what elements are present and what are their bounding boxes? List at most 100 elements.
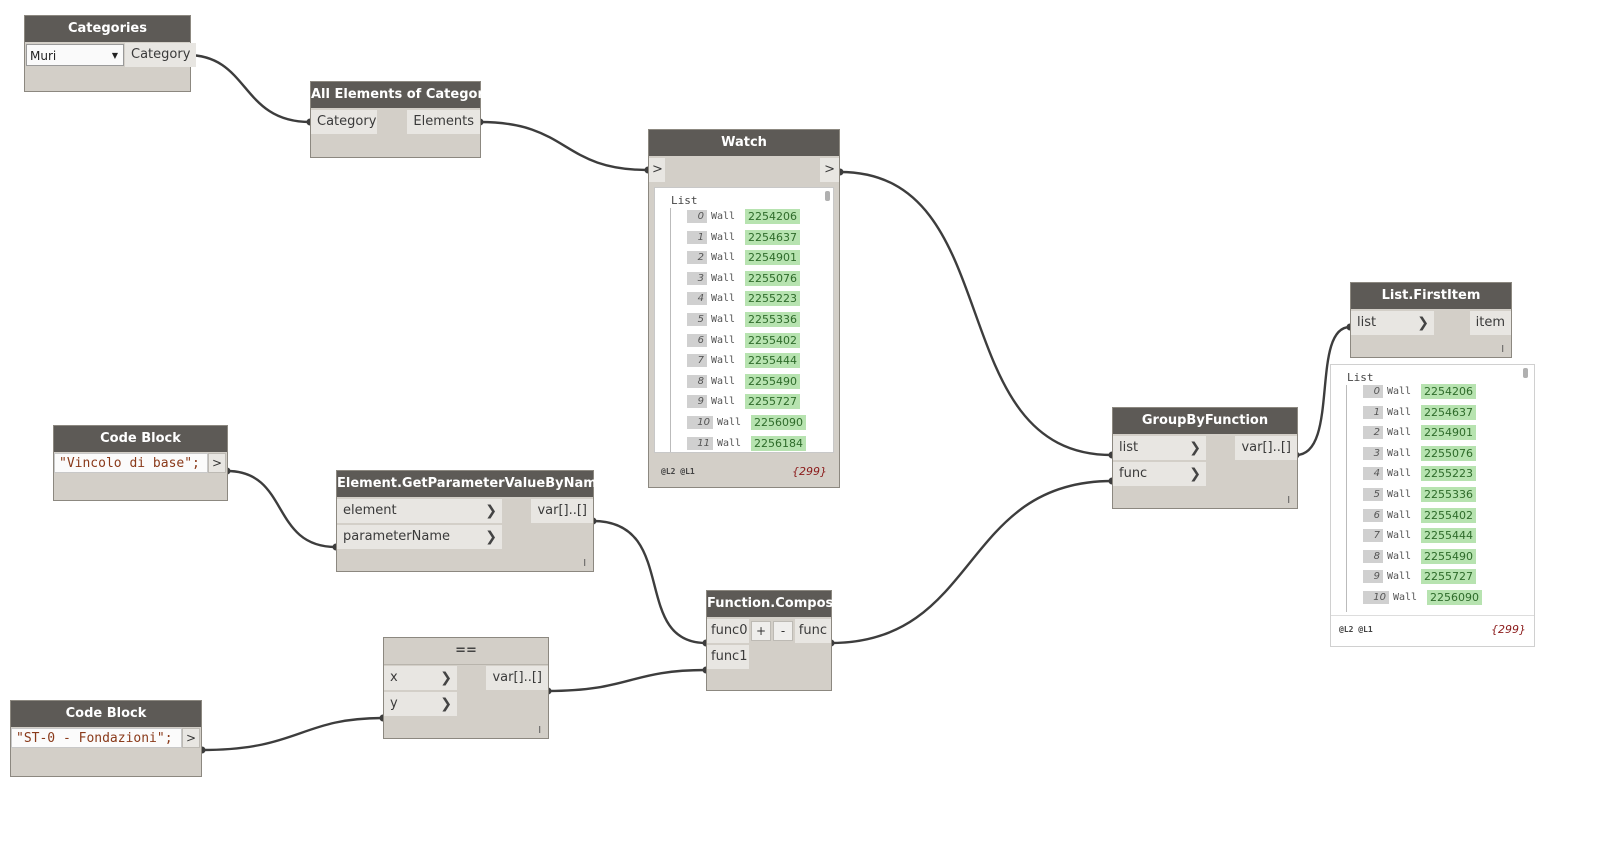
equals-node[interactable]: == x ❯ y ❯ var[]..[] l [383,637,549,739]
get-parameter-node[interactable]: Element.GetParameterValueByName element … [336,470,606,572]
wire-compose-to-groupby [830,479,1113,645]
element-id-badge[interactable]: 2254206 [1421,384,1476,399]
input-port-list[interactable]: list ❯ [1113,436,1206,460]
output-port[interactable]: > [208,453,226,473]
element-id-badge[interactable]: 2255223 [745,291,800,307]
all-elements-node[interactable]: All Elements of Category Category Elemen… [310,81,492,158]
input-port-func0[interactable]: func0 [707,619,749,643]
wire-categories-to-allelements [186,53,311,124]
preview-footer-divider [1331,615,1534,616]
node-title: == [384,638,548,665]
group-by-function-node[interactable]: GroupByFunction list ❯ func ❯ var[]..[] … [1112,407,1298,509]
lacing-indicator[interactable]: l [1501,345,1504,355]
output-port[interactable]: var[]..[] [1235,436,1297,460]
list-label: List [1347,371,1374,384]
input-port-list[interactable]: list ❯ [1351,311,1434,335]
input-port-element[interactable]: element ❯ [337,499,502,523]
scrollbar[interactable] [1523,368,1528,378]
item-type: Wall [1393,592,1418,603]
element-id-badge[interactable]: 2255402 [1421,507,1476,523]
output-port[interactable]: > [182,728,200,748]
add-input-button[interactable]: + [751,621,771,641]
element-id-badge[interactable]: 2255490 [745,373,800,389]
output-port-category[interactable]: Category [125,43,197,67]
chevron-right-icon: ❯ [1417,315,1429,331]
item-index: 7 [687,354,707,368]
list-first-item-node[interactable]: List.FirstItem list ❯ item l [1350,282,1512,358]
element-id-badge[interactable]: 2254637 [745,229,800,245]
element-id-badge[interactable]: 2255444 [745,353,800,369]
code-block-node-2[interactable]: Code Block "ST-0 - Fondazioni"; > [10,700,202,777]
item-index: 7 [1363,529,1383,543]
output-port-item[interactable]: item [1469,311,1511,335]
element-id-badge[interactable]: 2255444 [1421,528,1476,544]
list-label: List [671,194,698,207]
element-id-badge[interactable]: 2256090 [751,415,806,430]
input-port-parametername[interactable]: parameterName ❯ [337,525,502,549]
element-id-badge[interactable]: 2255223 [1421,466,1476,482]
scrollbar[interactable] [825,191,830,201]
code-block-node-1[interactable]: Code Block "Vincolo di base"; > [53,425,228,501]
chevron-right-icon: ❯ [1189,466,1201,482]
output-port-elements[interactable]: Elements [407,110,480,134]
item-index: 5 [1363,488,1383,501]
element-id-badge[interactable]: 2256184 [751,435,806,451]
element-id-badge[interactable]: 2254206 [745,209,800,224]
lacing-indicator[interactable]: l [1287,496,1290,506]
lacing-indicator[interactable]: l [538,726,541,736]
input-port[interactable]: > [649,158,665,182]
element-id-badge[interactable]: 2255727 [1421,569,1476,585]
item-type: Wall [711,355,736,367]
output-port[interactable]: var[]..[] [486,666,548,690]
output-port[interactable]: > [820,158,839,182]
remove-input-button[interactable]: - [773,621,793,641]
node-title: Function.Compose [707,591,842,617]
item-index: 9 [687,395,707,409]
wire-watch-to-groupby [839,170,1113,457]
code-editor[interactable]: "Vincolo di base"; [54,453,208,473]
element-id-badge[interactable]: 2255076 [1421,445,1476,461]
categories-node[interactable]: Categories Muri ▼ Category [24,15,197,92]
element-id-badge[interactable]: 2255402 [745,332,800,348]
item-type: Wall [711,396,736,408]
chevron-right-icon: ❯ [440,670,452,686]
element-id-badge[interactable]: 2254637 [1421,404,1476,420]
element-id-badge[interactable]: 2254901 [1421,425,1476,441]
element-id-badge[interactable]: 2256090 [1427,590,1482,605]
function-compose-node[interactable]: Function.Compose func0 + - func func1 [706,590,842,691]
item-index: 10 [1363,591,1389,604]
input-port-category[interactable]: Category [311,110,377,134]
item-index: 5 [687,313,707,326]
element-id-badge[interactable]: 2255336 [1421,487,1476,502]
item-type: Wall [717,437,742,449]
wire-allelements-to-watch [479,120,649,172]
input-port-func1[interactable]: func1 [707,645,749,669]
input-port-y[interactable]: y ❯ [384,692,457,716]
element-id-badge[interactable]: 2255490 [1421,548,1476,564]
input-port-func[interactable]: func ❯ [1113,462,1206,486]
item-index: 2 [687,251,707,265]
category-dropdown[interactable]: Muri ▼ [26,44,124,66]
node-title: Code Block [11,701,201,727]
output-port-func[interactable]: func [794,619,831,643]
lacing-indicator[interactable]: l [583,559,586,569]
output-port[interactable]: var[]..[] [531,499,593,523]
input-port-x[interactable]: x ❯ [384,666,457,690]
element-id-badge[interactable]: 2255336 [745,312,800,327]
chevron-right-icon: ❯ [485,503,497,519]
code-editor[interactable]: "ST-0 - Fondazioni"; [11,728,182,748]
element-id-badge[interactable]: 2255727 [745,394,800,410]
element-id-badge[interactable]: 2255076 [745,270,800,286]
element-id-badge[interactable]: 2254901 [745,250,800,266]
item-type: Wall [711,334,736,346]
